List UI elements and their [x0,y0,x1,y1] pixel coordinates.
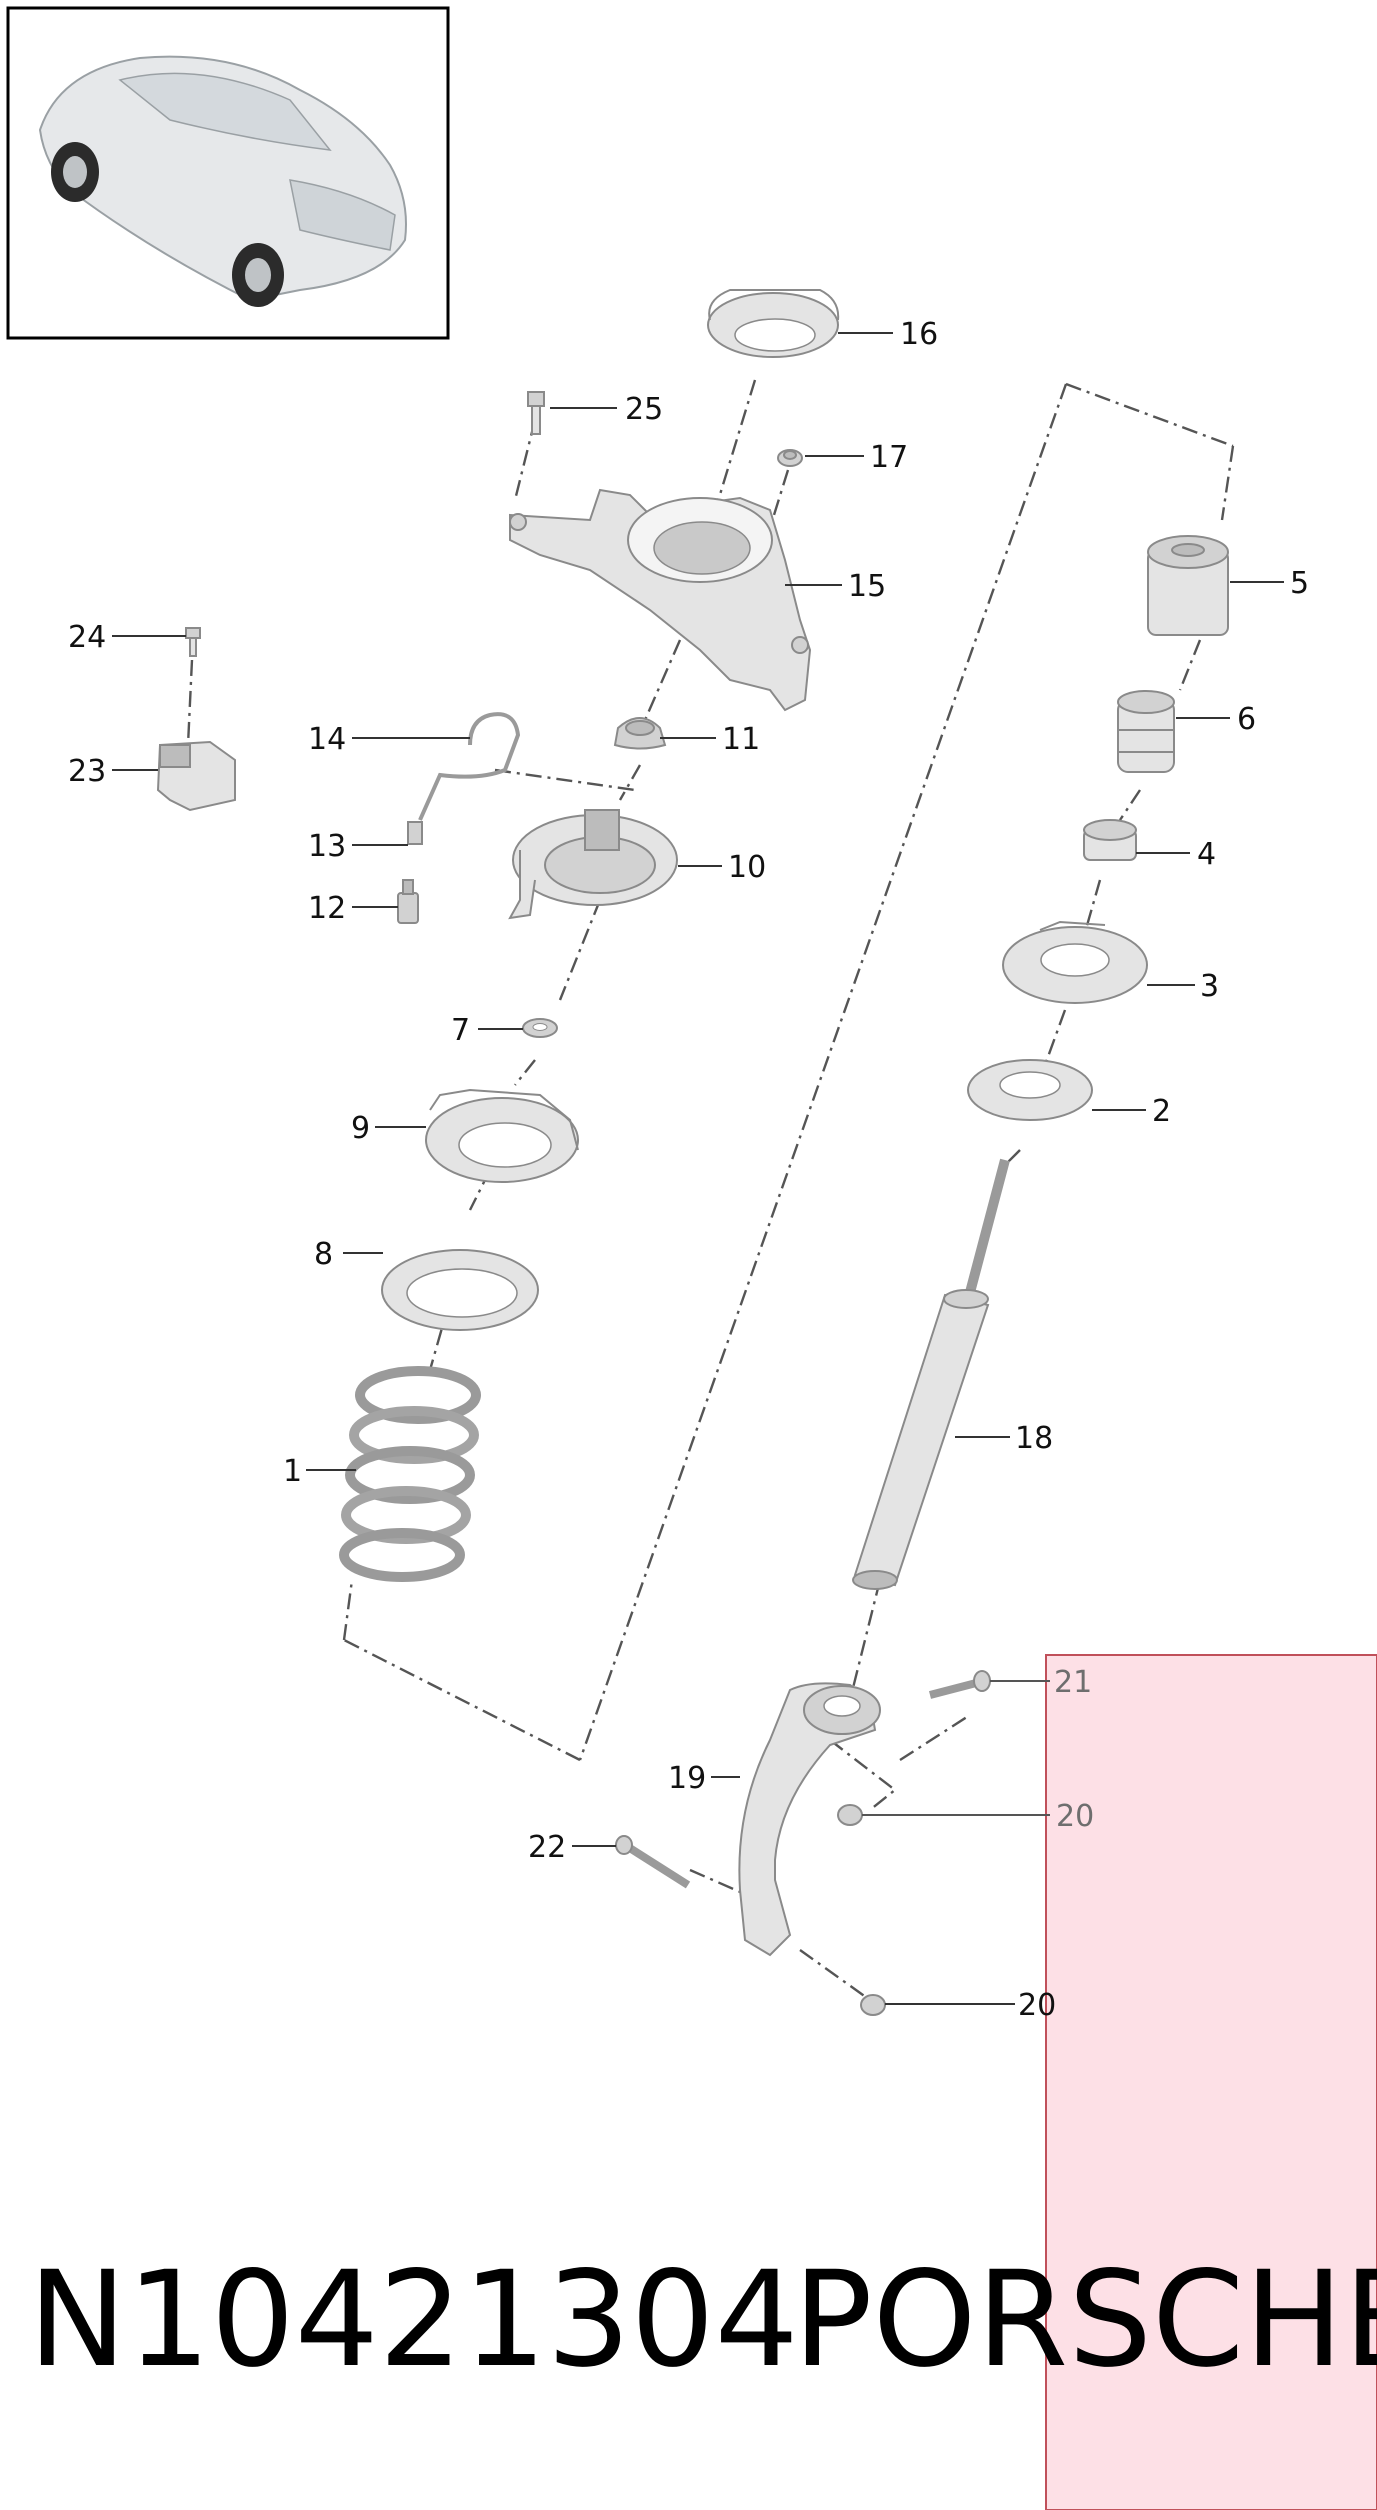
callout-19: 19 [668,1761,706,1796]
part-3-spring-seat [1002,920,1148,1004]
part-8-isolator [381,1249,539,1331]
part-17-nut [777,449,803,467]
part-16-spring-pad [707,289,840,358]
callout-21: 21 [1054,1665,1092,1700]
callout-3: 3 [1200,969,1219,1004]
part-22-bolt [615,1835,691,1889]
callout-18: 18 [1015,1421,1053,1456]
part-7-washer [522,1018,558,1038]
leader-lines [112,332,1284,2005]
callout-1: 1 [283,1454,302,1489]
callout-22: 22 [528,1830,566,1865]
part-4-cap [1083,819,1137,861]
part-11-bump-stop [613,717,667,750]
part-13-connector [407,821,423,845]
callout-20-upper: 20 [1056,1799,1094,1834]
brand-name: PORSCHE [793,2243,1377,2397]
part-18-shock-absorber [852,1158,1010,1590]
part-25-bolt [527,391,545,435]
callout-25: 25 [625,392,663,427]
callout-12: 12 [308,891,346,926]
part-20-nut-upper [837,1804,863,1826]
callout-11: 11 [722,722,760,757]
diagram-number: N10421304 [28,2243,799,2397]
part-20-nut-lower [860,1994,886,2016]
part-1-coil-spring [339,1366,481,1582]
vehicle-thumbnail [6,6,450,340]
callout-7: 7 [451,1013,470,1048]
callout-24: 24 [68,620,106,655]
part-9-spring-seat [425,1088,579,1183]
part-12-plug [397,879,419,924]
highlight-overlay [1045,1654,1377,2510]
part-6-bump-stop [1117,690,1175,773]
callout-5: 5 [1290,566,1309,601]
part-15-top-mount [509,488,812,712]
part-14-sensor-wire [418,712,521,821]
callout-15: 15 [848,569,886,604]
part-5-bushing [1147,535,1229,636]
callout-17: 17 [870,440,908,475]
callout-8: 8 [314,1237,333,1272]
callout-23: 23 [68,754,106,789]
part-19-shock-fork [738,1682,881,1957]
callout-14: 14 [308,722,346,757]
callout-20-lower: 20 [1018,1988,1056,2023]
assembly-lines [186,379,1235,2001]
callout-13: 13 [308,829,346,864]
callout-labels: 16 25 17 15 5 24 6 14 11 23 13 4 10 12 3… [68,317,1309,2023]
callout-4: 4 [1197,837,1216,872]
part-24-bolt [185,627,201,657]
part-23-sensor [156,740,236,812]
vehicle-icon [38,55,407,307]
callout-16: 16 [900,317,938,352]
part-2-washer [967,1059,1093,1121]
callout-9: 9 [351,1111,370,1146]
callout-10: 10 [728,850,766,885]
callout-2: 2 [1152,1094,1171,1129]
part-10-spring-seat [508,809,678,920]
part-21-bolt [928,1670,991,1699]
callout-6: 6 [1237,702,1256,737]
